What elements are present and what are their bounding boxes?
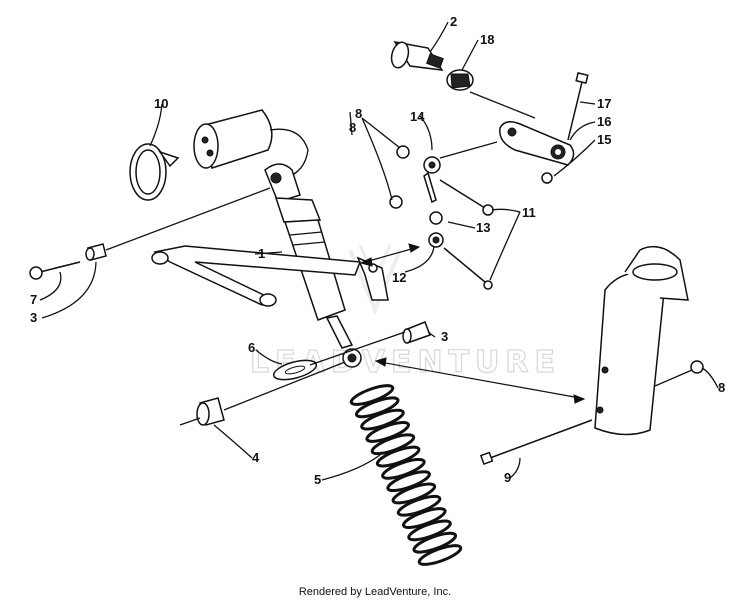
shock-lower-eye bbox=[342, 348, 362, 368]
part-6-washer bbox=[272, 359, 318, 381]
callout-labels: 1 2 3 3 4 5 6 7 8 8 8 9 10 11 12 13 14 1… bbox=[30, 14, 725, 487]
callout-17: 17 bbox=[597, 96, 611, 111]
part-13-adjuster bbox=[428, 211, 444, 248]
part-12-mount-bracket bbox=[356, 256, 389, 301]
part-7-bolt bbox=[29, 261, 81, 280]
part-5-coil-spring bbox=[349, 384, 463, 566]
part-16-crank-arm bbox=[499, 121, 575, 166]
part-17-bolt bbox=[567, 72, 589, 141]
callout-15: 15 bbox=[597, 132, 611, 147]
spring-coil bbox=[417, 544, 463, 566]
callout-16: 16 bbox=[597, 114, 611, 129]
callout-9: 9 bbox=[504, 470, 511, 485]
part-8-nut-right bbox=[690, 360, 704, 374]
callout-11: 11 bbox=[522, 205, 536, 220]
assembly-arrows bbox=[359, 243, 586, 404]
part-10-canister bbox=[193, 109, 309, 179]
callout-7: 7 bbox=[30, 292, 37, 307]
callout-8-right: 8 bbox=[718, 380, 725, 395]
swing-arm-housing bbox=[594, 245, 689, 436]
part-11-bolt-upper bbox=[439, 179, 494, 216]
a-arm-frame bbox=[151, 245, 362, 307]
part-15-nut bbox=[541, 172, 553, 184]
callout-14: 14 bbox=[410, 109, 425, 124]
part-18-bushing bbox=[446, 69, 474, 91]
callout-5: 5 bbox=[314, 472, 321, 487]
callout-1: 1 bbox=[258, 246, 265, 261]
callout-6: 6 bbox=[248, 340, 255, 355]
callout-12: 12 bbox=[392, 270, 406, 285]
callout-4: 4 bbox=[252, 450, 260, 465]
part-9-long-bolt bbox=[479, 419, 593, 466]
callout-18: 18 bbox=[480, 32, 494, 47]
part-10-clamp bbox=[129, 143, 180, 201]
part-3-spacer-right bbox=[402, 321, 431, 344]
part-14-rod-end bbox=[423, 156, 441, 204]
callout-10: 10 bbox=[154, 96, 168, 111]
part-11-bolt-lower bbox=[443, 247, 493, 290]
part-2-shaft bbox=[390, 40, 444, 71]
footer-credit: Rendered by LeadVenture, Inc. bbox=[298, 586, 452, 598]
part-4-bushing bbox=[196, 397, 225, 426]
leader-lines bbox=[39, 21, 719, 481]
callout-8-mid: 8 bbox=[349, 120, 356, 135]
part-8-nut-upper bbox=[389, 145, 410, 209]
callout-13: 13 bbox=[476, 220, 490, 235]
callout-2: 2 bbox=[450, 14, 457, 29]
part-3-spacer-left bbox=[85, 243, 107, 261]
callout-3-left: 3 bbox=[30, 310, 37, 325]
callout-8-top: 8 bbox=[355, 106, 362, 121]
callout-3-right: 3 bbox=[441, 329, 448, 344]
